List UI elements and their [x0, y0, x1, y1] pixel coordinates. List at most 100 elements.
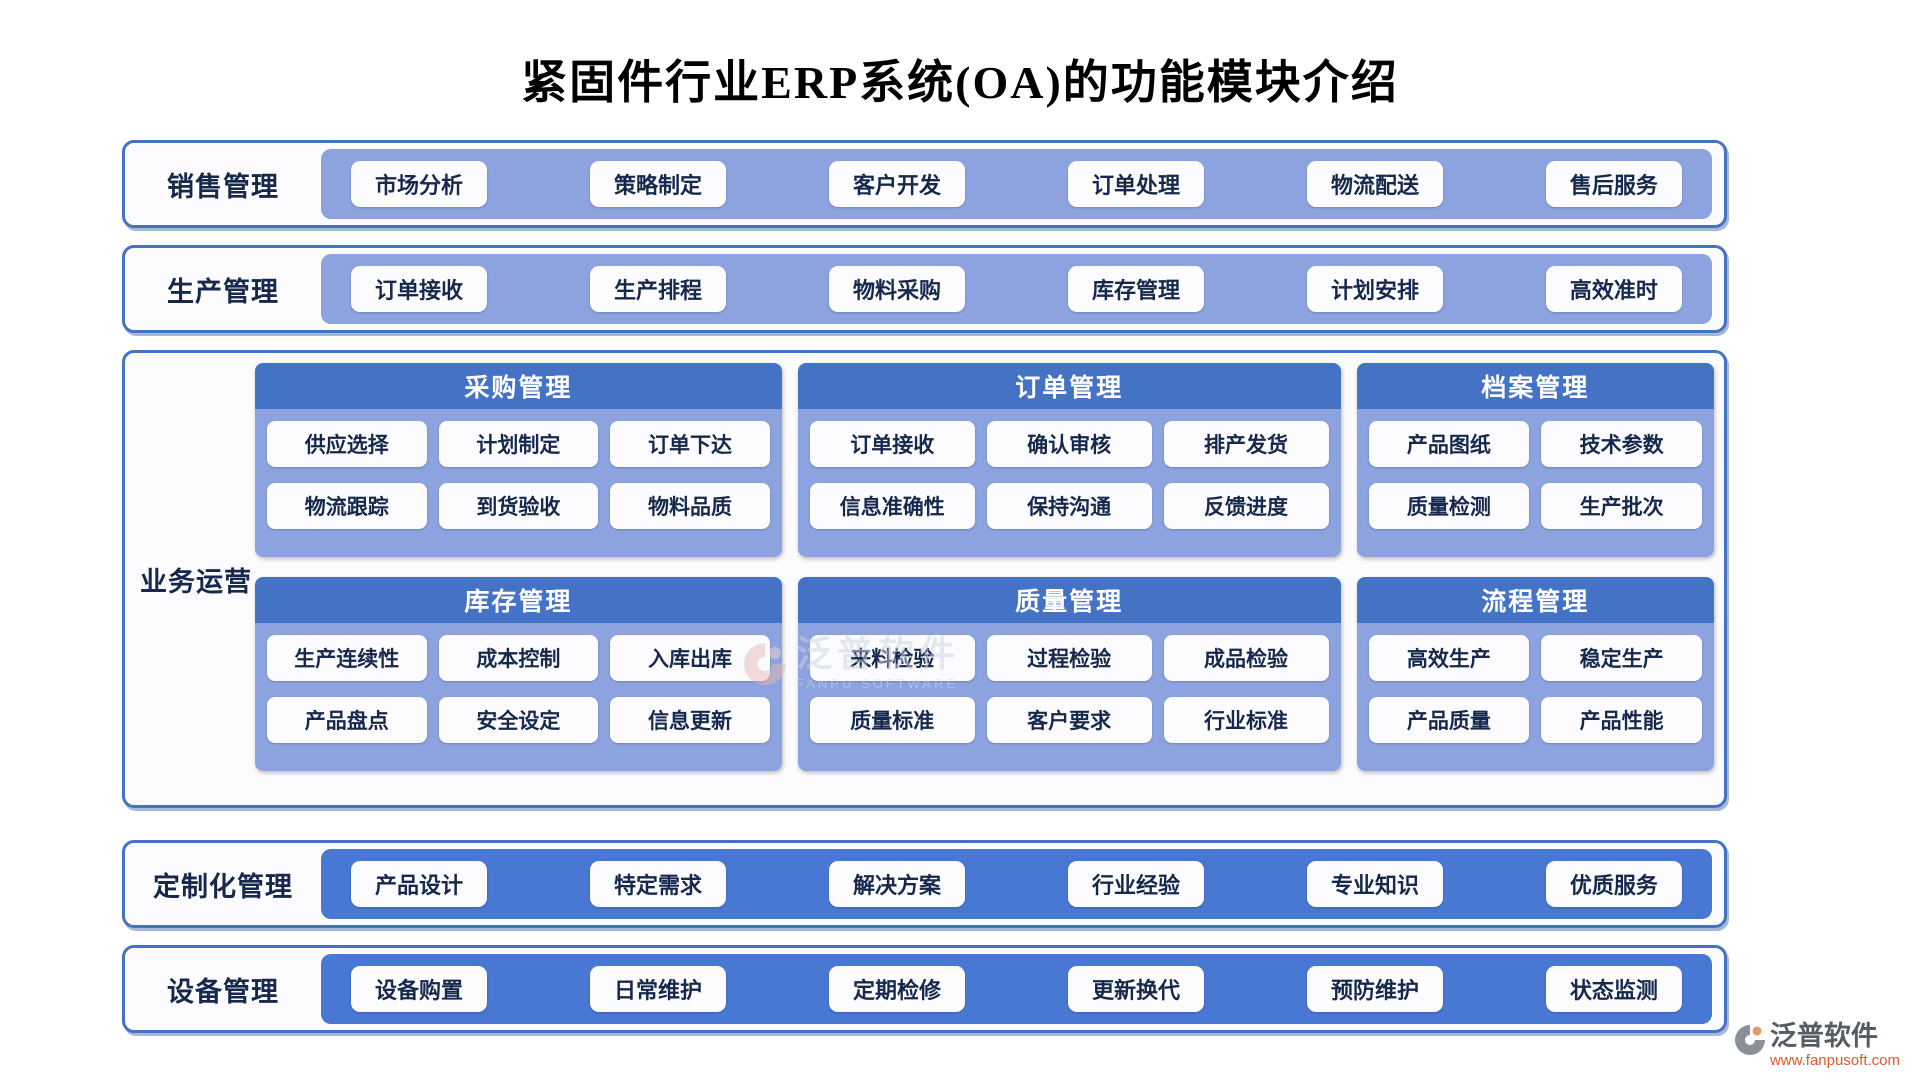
business-operations-section: 业务运营 采购管理供应选择计划制定订单下达物流跟踪到货验收物料品质订单管理订单接…: [122, 350, 1727, 808]
module-chip: 优质服务: [1545, 861, 1682, 907]
module-chip: 成品检验: [1163, 635, 1329, 681]
module-chip: 计划制定: [438, 421, 599, 467]
module-chip: 订单接收: [809, 421, 975, 467]
module-chip: 成本控制: [438, 635, 599, 681]
pill-row: 信息准确性保持沟通反馈进度: [809, 483, 1329, 529]
module-chip: 生产批次: [1541, 483, 1702, 529]
panel-body: 来料检验过程检验成品检验质量标准客户要求行业标准: [797, 623, 1341, 771]
module-chip: 质量检测: [1368, 483, 1530, 529]
panel-0: 采购管理供应选择计划制定订单下达物流跟踪到货验收物料品质: [255, 363, 782, 557]
bottom-0-band: 产品设计 特定需求 解决方案 行业经验 专业知识 优质服务: [321, 849, 1712, 919]
top-0-row: 销售管理 市场分析 策略制定 客户开发 订单处理 物流配送 售后服务: [122, 140, 1727, 228]
bottom-1-band: 设备购置日常维护定期检修更新换代预防维护状态监测: [321, 954, 1712, 1024]
vendor-logo: 泛普软件 www.fanpusoft.com: [1734, 1022, 1900, 1070]
module-chip: 保持沟通: [986, 483, 1152, 529]
panel-body: 生产连续性成本控制入库出库产品盘点安全设定信息更新: [255, 623, 782, 771]
panel-title: 档案管理: [1356, 363, 1714, 409]
business-operations-label: 业务运营: [140, 566, 252, 597]
module-chip: 订单处理: [1067, 161, 1204, 207]
module-chip: 设备购置: [351, 966, 488, 1012]
module-chip: 入库出库: [610, 635, 770, 681]
module-chip: 供应选择: [267, 421, 427, 467]
fanpu-logo-icon: [1734, 1025, 1765, 1056]
module-chip: 物料品质: [610, 483, 770, 529]
panel-1: 订单管理订单接收确认审核排产发货信息准确性保持沟通反馈进度: [797, 363, 1341, 557]
module-chip: 排产发货: [1163, 421, 1329, 467]
page-title: 紧固件行业ERP系统(OA)的功能模块介绍: [521, 57, 1399, 108]
business-panels-grid: 采购管理供应选择计划制定订单下达物流跟踪到货验收物料品质订单管理订单接收确认审核…: [255, 363, 1714, 771]
top-0-band: 市场分析 策略制定 客户开发 订单处理 物流配送 售后服务: [321, 149, 1712, 219]
module-chip: 产品图纸: [1368, 421, 1530, 467]
panel-body: 供应选择计划制定订单下达物流跟踪到货验收物料品质: [255, 409, 782, 557]
pill-row: 来料检验过程检验成品检验: [809, 635, 1329, 681]
module-chip: 确认审核: [986, 421, 1152, 467]
pill-row: 物流跟踪到货验收物料品质: [267, 483, 770, 529]
module-chip: 售后服务: [1545, 161, 1682, 207]
module-chip: 预防维护: [1306, 966, 1443, 1012]
panel-body: 高效生产稳定生产产品质量产品性能: [1356, 623, 1714, 771]
vendor-url: www.fanpusoft.com: [1769, 1052, 1900, 1069]
vendor-brand: 泛普软件: [1769, 1021, 1878, 1052]
module-chip: 客户要求: [986, 697, 1152, 743]
module-chip: 状态监测: [1545, 966, 1682, 1012]
panel-title: 质量管理: [797, 577, 1341, 623]
pill-row: 产品盘点安全设定信息更新: [267, 697, 770, 743]
module-chip: 更新换代: [1067, 966, 1204, 1012]
module-chip: 安全设定: [438, 697, 599, 743]
content-area: 销售管理市场分析策略制定客户开发订单处理物流配送售后服务生产管理订单接收生产排程…: [122, 140, 1727, 1050]
panel-title: 订单管理: [797, 363, 1341, 409]
panel-2: 档案管理产品图纸技术参数质量检测生产批次: [1356, 363, 1714, 557]
module-chip: 产品质量: [1368, 697, 1530, 743]
vendor-text: 泛普软件 www.fanpusoft.com: [1770, 1022, 1900, 1070]
module-chip: 计划安排: [1306, 266, 1443, 312]
panel-5: 流程管理高效生产稳定生产产品质量产品性能: [1356, 577, 1714, 771]
panel-body: 产品图纸技术参数质量检测生产批次: [1356, 409, 1714, 557]
pill-row: 订单接收确认审核排产发货: [809, 421, 1329, 467]
module-chip: 物流配送: [1306, 161, 1443, 207]
pill-row: 产品图纸技术参数: [1368, 421, 1702, 467]
pill-row: 供应选择计划制定订单下达: [267, 421, 770, 467]
module-chip: 行业标准: [1163, 697, 1329, 743]
module-chip: 订单接收: [351, 266, 488, 312]
module-chip: 稳定生产: [1541, 635, 1702, 681]
top-1-band: 订单接收生产排程物料采购库存管理计划安排高效准时: [321, 254, 1712, 324]
module-chip: 产品盘点: [267, 697, 427, 743]
module-chip: 物流跟踪: [267, 483, 427, 529]
bottom-1-row: 设备管理设备购置日常维护定期检修更新换代预防维护状态监测: [122, 945, 1727, 1033]
module-chip: 信息准确性: [809, 483, 975, 529]
pill-row: 产品质量产品性能: [1368, 697, 1702, 743]
top-1-row: 生产管理订单接收生产排程物料采购库存管理计划安排高效准时: [122, 245, 1727, 333]
top-0-label: 销售管理: [167, 171, 279, 202]
module-chip: 过程检验: [986, 635, 1152, 681]
pill-row: 高效生产稳定生产: [1368, 635, 1702, 681]
module-chip: 市场分析: [351, 161, 488, 207]
module-chip: 客户开发: [828, 161, 965, 207]
module-chip: 订单下达: [610, 421, 770, 467]
module-chip: 物料采购: [828, 266, 965, 312]
top-1-label: 生产管理: [167, 276, 279, 307]
pill-row: 质量检测生产批次: [1368, 483, 1702, 529]
module-chip: 高效生产: [1368, 635, 1530, 681]
module-chip: 技术参数: [1541, 421, 1702, 467]
module-chip: 产品设计: [351, 861, 488, 907]
panel-title: 采购管理: [255, 363, 782, 409]
module-chip: 行业经验: [1067, 861, 1204, 907]
panel-title: 库存管理: [255, 577, 782, 623]
module-chip: 来料检验: [809, 635, 975, 681]
module-chip: 高效准时: [1545, 266, 1682, 312]
module-chip: 专业知识: [1306, 861, 1443, 907]
panel-4: 质量管理来料检验过程检验成品检验质量标准客户要求行业标准: [797, 577, 1341, 771]
panel-body: 订单接收确认审核排产发货信息准确性保持沟通反馈进度: [797, 409, 1341, 557]
bottom-1-label: 设备管理: [167, 976, 279, 1007]
panel-3: 库存管理生产连续性成本控制入库出库产品盘点安全设定信息更新: [255, 577, 782, 771]
module-chip: 生产排程: [589, 266, 726, 312]
module-chip: 生产连续性: [267, 635, 427, 681]
bottom-0-row: 定制化管理 产品设计 特定需求 解决方案 行业经验 专业知识 优质服务: [122, 840, 1727, 928]
module-chip: 策略制定: [589, 161, 726, 207]
module-chip: 日常维护: [589, 966, 726, 1012]
module-chip: 产品性能: [1541, 697, 1702, 743]
module-chip: 特定需求: [589, 861, 726, 907]
bottom-0-label: 定制化管理: [153, 871, 293, 902]
module-chip: 解决方案: [828, 861, 965, 907]
